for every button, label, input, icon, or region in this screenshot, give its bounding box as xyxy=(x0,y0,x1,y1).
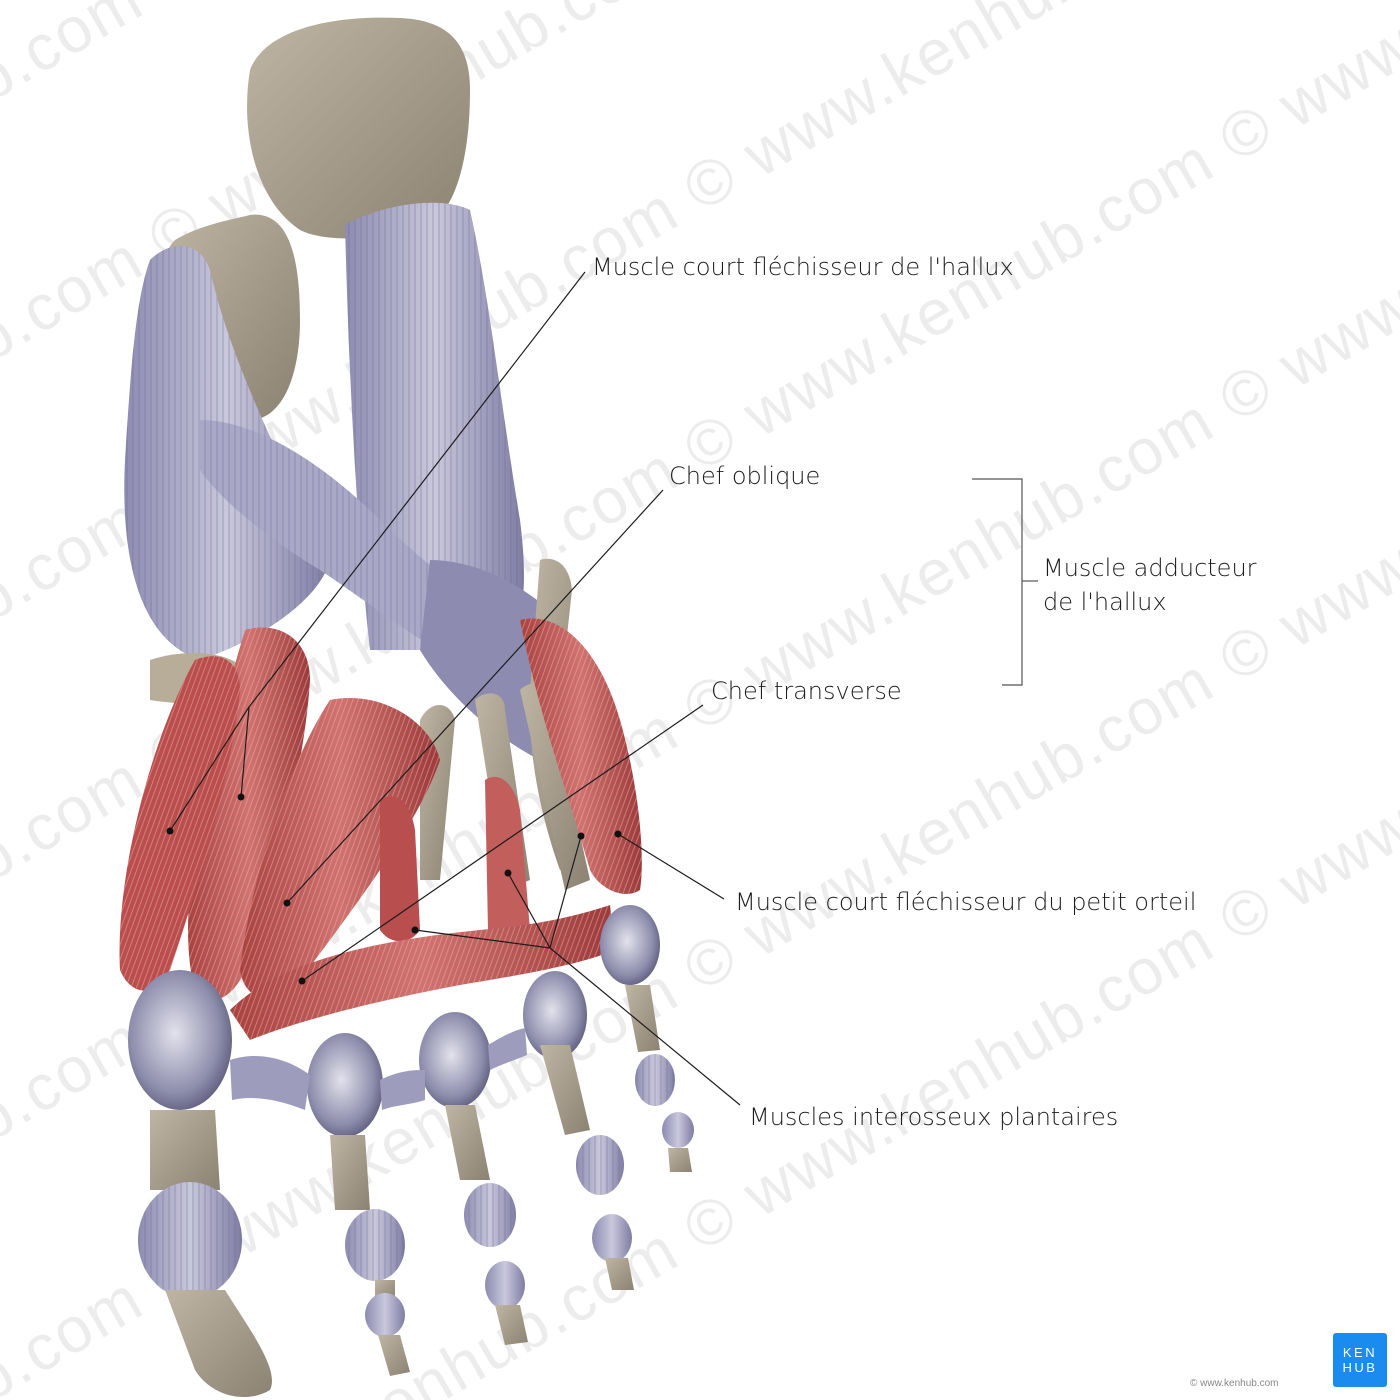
adductor-transverse-head-muscle xyxy=(230,905,615,1040)
leader-line-interossei-main xyxy=(549,947,741,1106)
flexor-digiti-minimi-brevis-muscle xyxy=(520,618,642,894)
label-adductor-hallucis: Muscle adducteur de l'hallux xyxy=(1043,551,1257,619)
adductor-bracket xyxy=(972,478,1023,686)
leader-line-fhb-medial xyxy=(240,706,250,798)
label-oblique-head: Chef oblique xyxy=(669,462,821,490)
label-plantar-interossei: Muscles interosseux plantaires xyxy=(749,1103,1119,1131)
plantar-interossei-muscles xyxy=(380,776,530,942)
leader-line-fdmb xyxy=(617,833,725,900)
logo-line-2: HUB xyxy=(1342,1360,1378,1375)
label-adductor-line1: Muscle adducteur xyxy=(1043,554,1257,582)
leader-lines xyxy=(169,271,1038,1106)
leader-dots xyxy=(166,793,622,985)
label-flexor-hallucis-brevis: Muscle court fléchisseur de l'hallux xyxy=(592,253,1014,281)
kenhub-logo: KEN HUB xyxy=(1333,1333,1387,1387)
leader-line-transverse-head xyxy=(301,704,704,982)
label-transverse-head: Chef transverse xyxy=(711,677,902,705)
leader-line-interossei-2 xyxy=(549,835,582,949)
adductor-oblique-head-muscle xyxy=(240,698,440,999)
flexor-hallucis-brevis-muscle xyxy=(119,627,310,1000)
label-flexor-digiti-minimi-brevis: Muscle court fléchisseur du petit orteil xyxy=(735,888,1197,916)
copyright-text: © www.kenhub.com xyxy=(1190,1378,1279,1389)
toe-phalanges xyxy=(138,985,694,1398)
logo-line-1: KEN xyxy=(1342,1345,1378,1360)
leader-line-oblique-head xyxy=(286,489,664,904)
metatarsophalangeal-capsules xyxy=(128,905,660,1137)
label-adductor-line2: de l'hallux xyxy=(1043,588,1167,616)
